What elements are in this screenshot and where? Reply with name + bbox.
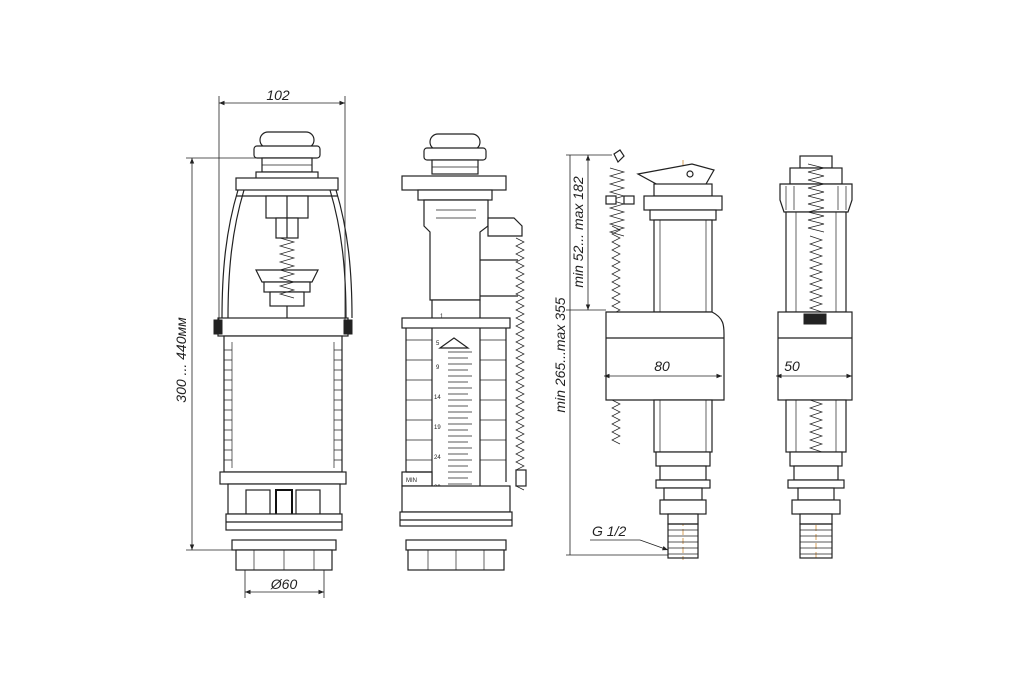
dimension-label-total-height: min 265...max 355 bbox=[552, 297, 568, 412]
scale-mark-24: 24 bbox=[434, 455, 441, 461]
dimension-diameter: Ø60 bbox=[244, 570, 325, 598]
dimension-label-80: 80 bbox=[654, 358, 670, 374]
scale-mark-19: 19 bbox=[434, 425, 441, 431]
scale-mark-9: 9 bbox=[436, 365, 440, 371]
fill-valve-front-view bbox=[777, 155, 853, 560]
scale-mark-1: 1 bbox=[440, 314, 444, 320]
dimension-label-float-travel: min 52... max 182 bbox=[570, 176, 586, 287]
dimension-label-diameter: Ø60 bbox=[270, 576, 298, 592]
dimension-float-travel: min 52... max 182 bbox=[566, 154, 612, 311]
scale-mark-14: 14 bbox=[434, 395, 441, 401]
thread-label: G 1/2 bbox=[592, 523, 626, 539]
dimension-width-102: 102 bbox=[218, 87, 346, 322]
dimension-label-height: 300 ... 440мм bbox=[173, 317, 189, 403]
thread-callout: G 1/2 bbox=[590, 523, 669, 551]
scale-mark-5: 5 bbox=[436, 341, 440, 347]
dimension-body-width-80: 80 bbox=[604, 358, 722, 379]
flush-valve-front-view bbox=[213, 131, 353, 571]
flush-valve-side-view: 1 5 9 14 19 24 29 30 MIN bbox=[399, 133, 527, 571]
dimension-body-width-50: 50 bbox=[776, 358, 852, 379]
dimension-label-50: 50 bbox=[784, 358, 800, 374]
dimension-label-102: 102 bbox=[266, 87, 290, 103]
dimension-height-range: 300 ... 440мм bbox=[173, 157, 262, 551]
scale-min-label: MIN bbox=[406, 478, 417, 484]
fill-valve-side-view bbox=[605, 149, 725, 560]
dimension-total-height: min 265...max 355 bbox=[552, 155, 668, 556]
